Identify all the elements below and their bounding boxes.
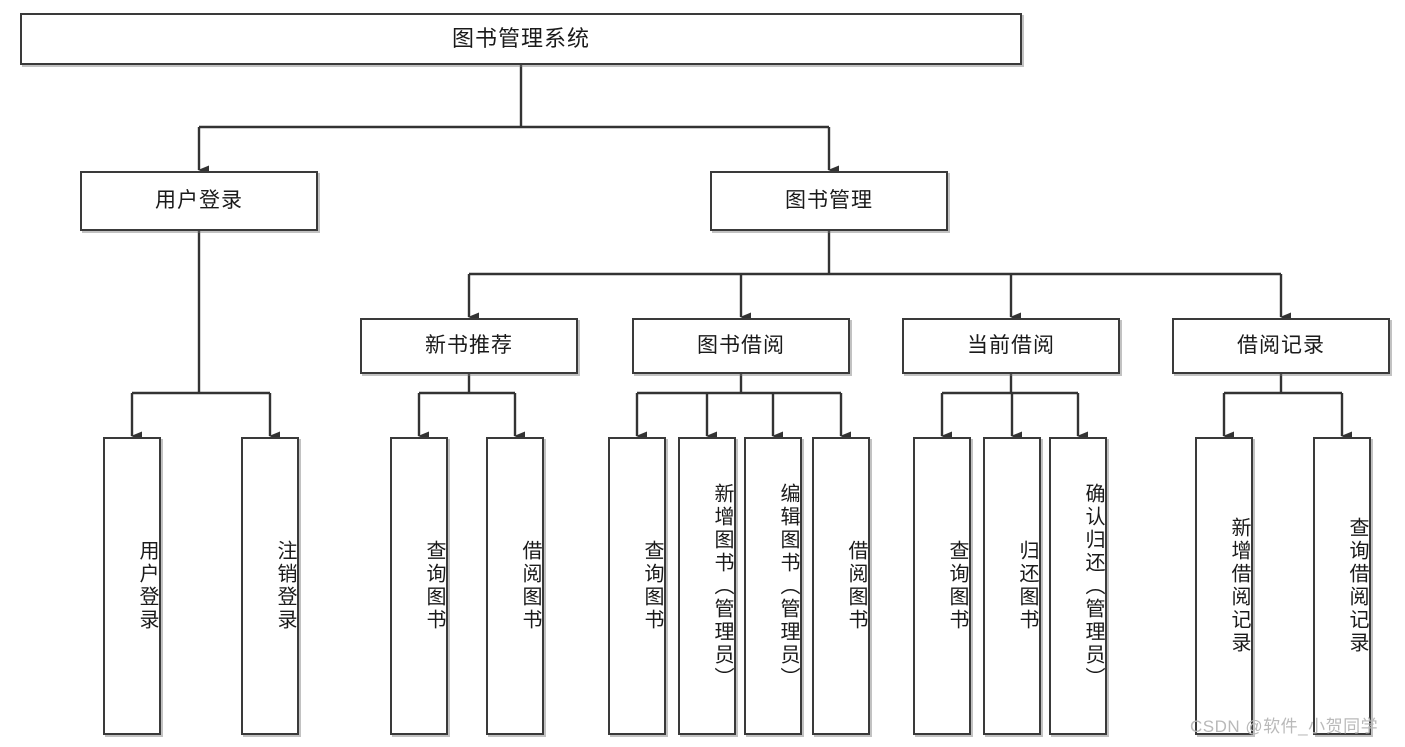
node-current-borrow[interactable]: 当前借阅 bbox=[902, 318, 1120, 374]
node-label: 新增借阅记录 bbox=[1228, 517, 1250, 655]
node-user-login[interactable]: 用户登录 bbox=[80, 171, 318, 231]
node-leaf-return-book[interactable]: 归还图书 bbox=[983, 437, 1041, 735]
node-label: 借阅记录 bbox=[1237, 334, 1325, 358]
node-root[interactable]: 图书管理系统 bbox=[20, 13, 1022, 65]
node-label: 用户登录 bbox=[136, 540, 158, 632]
node-label: 借阅图书 bbox=[845, 540, 867, 632]
node-leaf-confirm-return-admin[interactable]: 确认归还（管理员） bbox=[1049, 437, 1107, 735]
node-label: 图书管理 bbox=[785, 189, 873, 213]
node-leaf-query-book-2[interactable]: 查询图书 bbox=[608, 437, 666, 735]
node-label: 确认归还（管理员） bbox=[1082, 482, 1104, 690]
node-leaf-query-borrow-record[interactable]: 查询借阅记录 bbox=[1313, 437, 1371, 735]
node-label: 查询图书 bbox=[946, 540, 968, 632]
node-leaf-query-book-3[interactable]: 查询图书 bbox=[913, 437, 971, 735]
node-borrow-record[interactable]: 借阅记录 bbox=[1172, 318, 1390, 374]
node-leaf-user-login[interactable]: 用户登录 bbox=[103, 437, 161, 735]
node-label: 查询图书 bbox=[423, 540, 445, 632]
node-leaf-borrow-book-2[interactable]: 借阅图书 bbox=[812, 437, 870, 735]
node-label: 编辑图书（管理员） bbox=[777, 482, 799, 690]
node-label: 图书借阅 bbox=[697, 334, 785, 358]
node-leaf-query-book-1[interactable]: 查询图书 bbox=[390, 437, 448, 735]
node-leaf-add-borrow-record[interactable]: 新增借阅记录 bbox=[1195, 437, 1253, 735]
node-label: 查询图书 bbox=[641, 540, 663, 632]
node-label: 图书管理系统 bbox=[451, 25, 590, 51]
node-leaf-user-logout[interactable]: 注销登录 bbox=[241, 437, 299, 735]
node-leaf-edit-book-admin[interactable]: 编辑图书（管理员） bbox=[744, 437, 802, 735]
node-label: 注销登录 bbox=[274, 540, 296, 632]
node-leaf-borrow-book-1[interactable]: 借阅图书 bbox=[486, 437, 544, 735]
node-new-book-rec[interactable]: 新书推荐 bbox=[360, 318, 578, 374]
node-label: 当前借阅 bbox=[967, 334, 1055, 358]
connector-lines bbox=[130, 65, 1352, 441]
node-label: 新增图书（管理员） bbox=[711, 482, 733, 690]
node-label: 归还图书 bbox=[1016, 540, 1038, 632]
node-label: 用户登录 bbox=[155, 189, 243, 213]
node-label: 查询借阅记录 bbox=[1346, 517, 1368, 655]
watermark-label: CSDN @软件_小贺同学 bbox=[1190, 717, 1379, 736]
node-label: 新书推荐 bbox=[425, 334, 513, 358]
node-leaf-add-book-admin[interactable]: 新增图书（管理员） bbox=[678, 437, 736, 735]
node-book-manage[interactable]: 图书管理 bbox=[710, 171, 948, 231]
node-book-borrow[interactable]: 图书借阅 bbox=[632, 318, 850, 374]
node-label: 借阅图书 bbox=[519, 540, 541, 632]
